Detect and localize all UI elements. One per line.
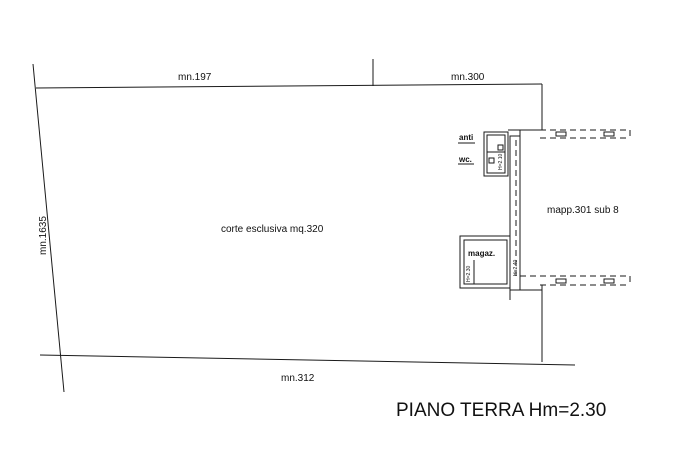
plan-title: PIANO TERRA Hm=2.30 [396,400,607,421]
wc-height-label: H=2.10 [498,153,504,170]
adjacent-unit-label: mapp.301 sub 8 [547,205,619,216]
room-anti-label: anti [459,133,474,142]
adjacent-walls [515,129,631,286]
neighbor-north-right: mn.300 [451,72,485,83]
neighbor-west: mn.1635 [38,216,49,255]
adjacent-door-marks [555,131,615,284]
courtyard-label: corte esclusiva mq.320 [221,224,324,235]
neighbor-north-left: mn.197 [178,72,212,83]
wc-block-outer [483,131,509,177]
wc-fixture-2 [488,157,495,164]
wc-fixture [497,144,504,151]
room-wc-label: wc. [459,155,472,164]
neighbor-south: mn.312 [281,373,315,384]
storage-height-left-label: H=2.30 [466,265,472,282]
storage-inner [463,239,508,285]
south-boundary [39,354,576,366]
west-boundary [32,63,65,393]
wc-block-inner [486,134,506,174]
storage-height-inner-label: H=2.40 [513,259,519,276]
room-storage-label: magaz. [468,249,496,258]
north-boundary [35,83,543,89]
